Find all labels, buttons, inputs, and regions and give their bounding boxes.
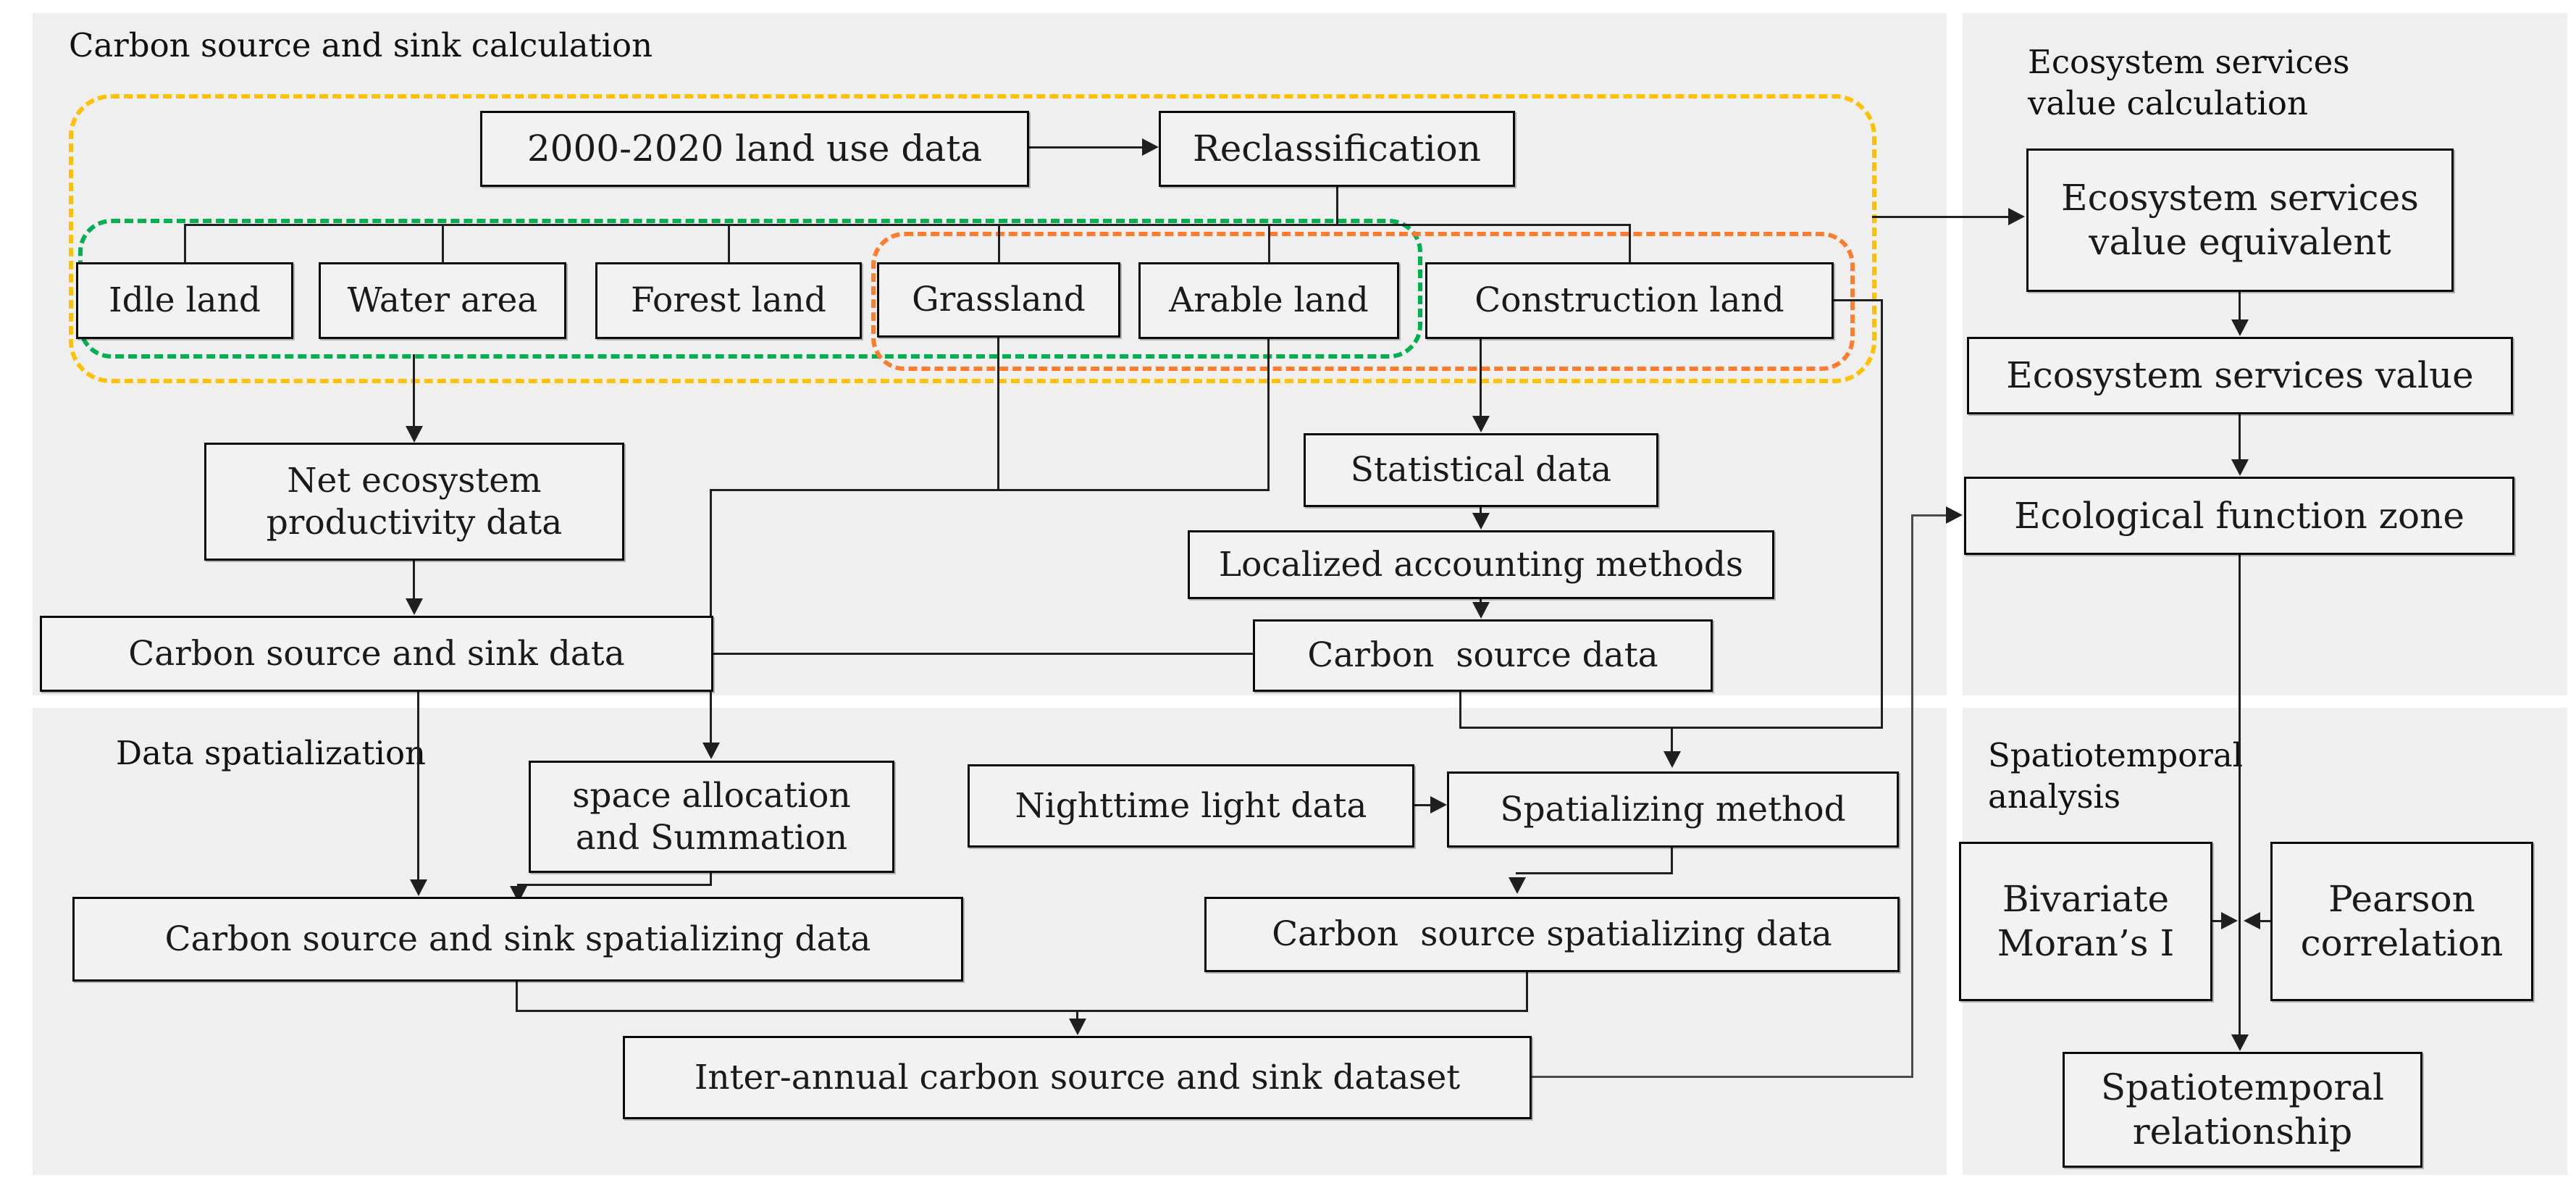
flow-node-spatializing-method: Spatializing method [1447, 771, 1899, 848]
connector-interannual-up [1911, 514, 1913, 1078]
arrowhead-spatmethod-left [1430, 796, 1447, 814]
stub-water [442, 224, 444, 262]
flow-node-esv-equivalent: Ecosystem services value equivalent [2026, 149, 2454, 292]
flow-node-net-ecosystem-productivity: Net ecosystem productivity data [204, 443, 624, 561]
arrowhead-pearson [2244, 912, 2260, 929]
connector-sinkdata-srcdata [713, 653, 1253, 655]
section-title-data-spatialization: Data spatialization [116, 734, 427, 772]
arrowhead-spatiorel [2231, 1034, 2249, 1051]
stub-idle [184, 224, 186, 262]
arrowhead-srcspat [1509, 877, 1526, 894]
arrowhead-esveq [2008, 208, 2025, 225]
connector-spatmethod-down [1671, 848, 1673, 874]
connector-pearson-to-line [2260, 920, 2270, 922]
flow-node-forest-land: Forest land [595, 262, 862, 339]
flow-node-nighttime-light-data: Nighttime light data [968, 764, 1414, 848]
section-title-spatiotemporal-analysis: Spatiotemporal analysis [1988, 736, 2244, 816]
connector-landgroup-to-esveq [1872, 216, 2011, 218]
flow-node-carbon-sink-spatializing-data: Carbon source and sink spatializing data [72, 897, 963, 982]
flow-node-pearson-correlation: Pearson correlation [2270, 842, 2533, 1001]
connector-sinkdata-to-sinkspat [417, 692, 419, 880]
connector-grass-arable-joiner [710, 489, 1270, 491]
arrowhead-locmethods [1472, 513, 1490, 530]
flow-node-carbon-source-data: Carbon source data [1253, 619, 1713, 692]
connector-sinkspat-down [516, 982, 518, 1012]
connector-grass-down [997, 338, 999, 491]
flow-node-construction-land: Construction land [1425, 262, 1834, 339]
connector-efz-to-spatiorel [2239, 555, 2241, 1037]
flow-node-interannual-dataset: Inter-annual carbon source and sink data… [623, 1036, 1532, 1119]
connector-moran-to-line [2212, 920, 2224, 922]
arrowhead-srcdata [1472, 602, 1490, 619]
flow-node-grassland: Grassland [877, 262, 1120, 338]
connector-arable-down [1267, 339, 1270, 491]
flow-node-carbon-source-sink-data: Carbon source and sink data [40, 616, 713, 692]
connector-statdata-to-locmethods [1480, 507, 1482, 516]
connector-constr-right [1834, 299, 1883, 301]
connector-constr-down [1881, 299, 1883, 729]
arrowhead-sinkspat-left [410, 879, 427, 896]
flow-node-reclassification: Reclassification [1159, 111, 1515, 187]
arrowhead-interannual [1069, 1019, 1086, 1035]
connector-interannual-right [1532, 1076, 1913, 1078]
connector-constr-to-statdata [1480, 339, 1482, 417]
arrowhead-moran [2221, 912, 2238, 929]
connector-interannual-to-efz [1911, 514, 1947, 517]
connector-reclass-down [1336, 187, 1338, 226]
arrowhead-spatmethod-top [1664, 751, 1681, 768]
connector-esvval-to-efz [2239, 414, 2241, 462]
arrowhead-reclass [1142, 138, 1159, 156]
flow-node-localized-accounting-methods: Localized accounting methods [1188, 530, 1774, 599]
connector-srcspat-down [1526, 972, 1528, 1012]
connector-feeder-stub [1671, 727, 1673, 753]
connector-srcdata-down [1459, 692, 1461, 729]
stub-forest [728, 224, 730, 262]
connector-merge-stub [1076, 1010, 1078, 1020]
flow-node-statistical-data: Statistical data [1304, 433, 1658, 507]
connector-spatmethod-elbow-h [1516, 872, 1673, 874]
arrowhead-statdata [1472, 416, 1490, 432]
flow-node-esv-value: Ecosystem services value [1967, 337, 2513, 414]
connector-merge-horizontal [516, 1010, 1528, 1012]
connector-distributor [185, 224, 1631, 226]
flow-node-ecological-function-zone: Ecological function zone [1964, 477, 2514, 555]
connector-landuse-to-reclass [1029, 146, 1144, 149]
flow-node-space-allocation: space allocation and Summation [529, 761, 894, 873]
flow-node-bivariate-morans-i: Bivariate Moran’s I [1959, 842, 2212, 1001]
arrowhead-efz-left [1946, 506, 1963, 524]
connector-neteco-to-sinkdata [413, 561, 415, 598]
connector-nightlight-to-spatmethod [1414, 804, 1433, 806]
section-title-ecosystem-services: Ecosystem services value calculation [2028, 43, 2350, 122]
flow-node-arable-land: Arable land [1138, 262, 1399, 339]
connector-sinkgroup-to-neteco [413, 354, 415, 427]
land-use-group-outline [69, 94, 1876, 383]
stub-arable [1268, 224, 1270, 262]
flow-node-water-area: Water area [319, 262, 566, 339]
stub-constr [1629, 224, 1631, 262]
flow-node-idle-land: Idle land [76, 262, 293, 339]
flow-node-carbon-source-spatializing-data: Carbon source spatializing data [1204, 897, 1900, 972]
flow-node-spatiotemporal-relationship: Spatiotemporal relationship [2063, 1052, 2422, 1168]
arrowhead-esvval [2231, 319, 2249, 336]
arrowhead-efz-top [2231, 459, 2249, 476]
arrowhead-sinkdata [406, 598, 423, 615]
arrowhead-spacealloc [702, 743, 720, 759]
arrowhead-neteco [406, 426, 423, 443]
connector-spacealloc-elbow-h [517, 884, 712, 886]
connector-esveq-to-esvval [2239, 292, 2241, 322]
connector-spacealloc-elbow-v1 [710, 873, 712, 886]
flow-node-land-use-data: 2000-2020 land use data [480, 111, 1029, 187]
carbon-source-group-outline [871, 232, 1855, 371]
stub-grass [998, 224, 1000, 262]
section-title-carbon-calculation: Carbon source and sink calculation [69, 26, 653, 64]
